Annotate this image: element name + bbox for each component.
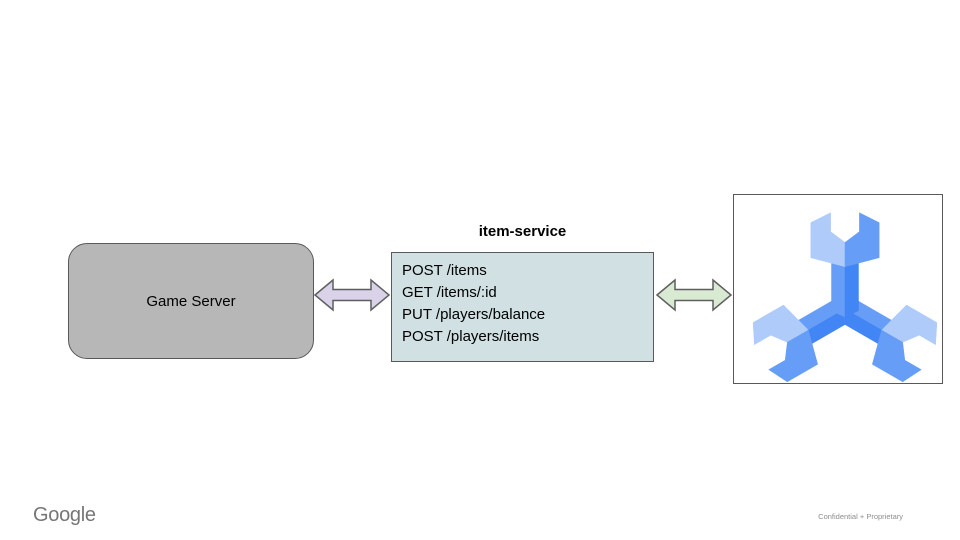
google-logo: Google	[33, 504, 96, 526]
game-server-label: Game Server	[146, 292, 236, 310]
spanner-image-frame	[733, 194, 943, 384]
spanner-arm-top	[810, 212, 880, 318]
endpoint-get-item: GET /items/:id	[402, 284, 497, 301]
confidentiality-note: Confidential + Proprietary	[818, 512, 903, 521]
bidirectional-arrow-left	[314, 278, 390, 312]
game-server-box: Game Server	[68, 243, 314, 359]
arrow-left-shape	[314, 278, 390, 312]
endpoint-put-balance: PUT /players/balance	[402, 306, 546, 323]
item-service-box: POST /items GET /items/:id PUT /players/…	[391, 252, 654, 362]
arrow-right-shape	[656, 278, 732, 312]
item-service-title: item-service	[478, 223, 567, 240]
endpoint-post-player-items: POST /players/items	[402, 328, 540, 345]
endpoint-post-items: POST /items	[402, 262, 487, 279]
cloud-spanner-icon	[752, 212, 938, 383]
bidirectional-arrow-right	[656, 278, 732, 312]
